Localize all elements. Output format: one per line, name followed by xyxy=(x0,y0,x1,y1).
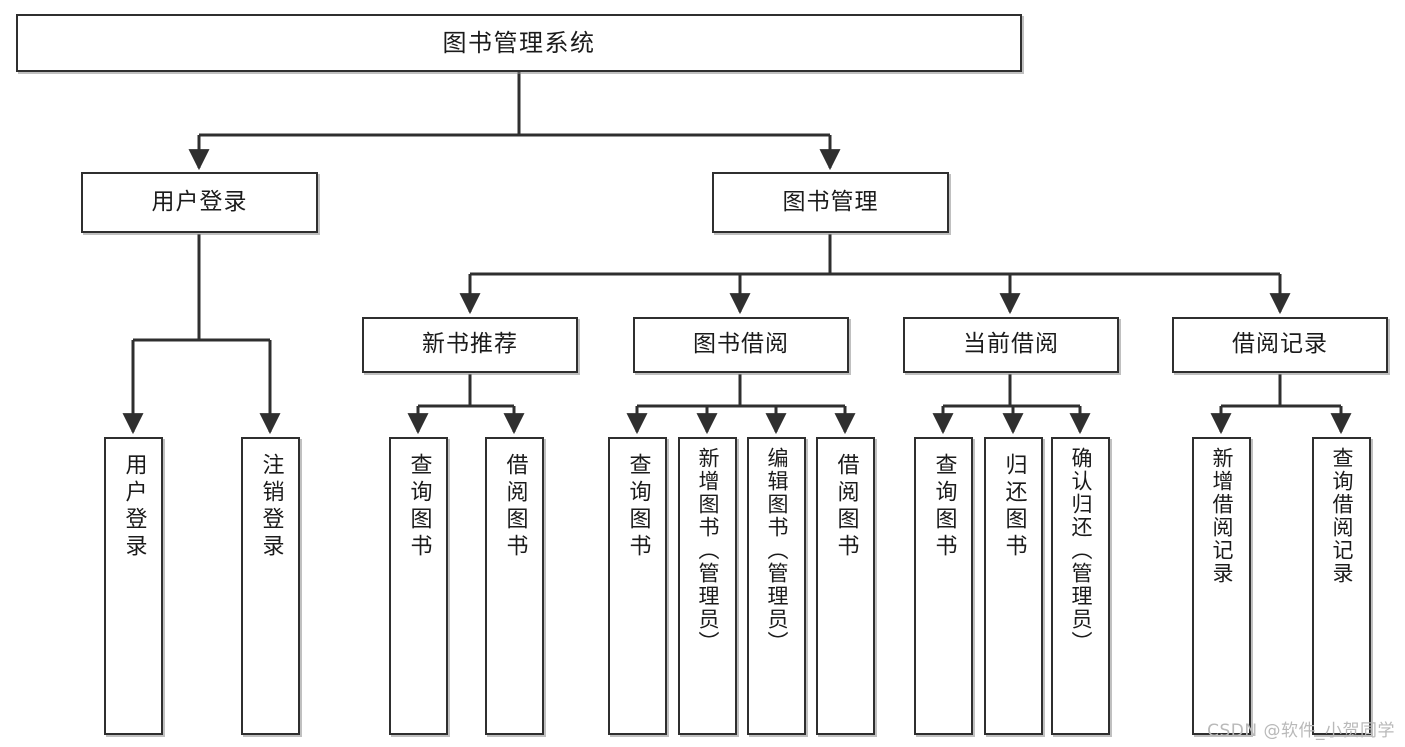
leaf-user-login-logout[interactable]: 注销登录 xyxy=(241,437,300,735)
leaf-borrow-record-query-record[interactable]: 查询借阅记录 xyxy=(1312,437,1371,735)
node-label: 图书管理 xyxy=(782,188,879,215)
node-label: 查询图书 xyxy=(406,453,432,561)
node-label: 注销登录 xyxy=(258,453,284,561)
node-label: 查询图书 xyxy=(625,453,651,561)
node-book-borrow[interactable]: 图书借阅 xyxy=(633,317,849,373)
leaf-book-borrow-add-book-admin[interactable]: 新增图书（管理员） xyxy=(678,437,737,735)
node-label: 查询图书 xyxy=(931,453,957,561)
leaf-user-login-login[interactable]: 用户登录 xyxy=(104,437,163,735)
watermark-text: CSDN @软件_小贺同学 xyxy=(1207,721,1395,741)
node-label: 查询借阅记录 xyxy=(1330,447,1354,585)
leaf-current-borrow-query-book[interactable]: 查询图书 xyxy=(914,437,973,735)
node-label: 编辑图书（管理员） xyxy=(765,447,789,654)
leaf-current-borrow-confirm-return-admin[interactable]: 确认归还（管理员） xyxy=(1051,437,1110,735)
node-label: 用户登录 xyxy=(151,188,248,215)
node-label: 借阅图书 xyxy=(833,453,859,561)
node-book-management[interactable]: 图书管理 xyxy=(712,172,949,233)
node-label: 确认归还（管理员） xyxy=(1069,447,1093,654)
node-new-book-recommend[interactable]: 新书推荐 xyxy=(362,317,578,373)
node-label: 新书推荐 xyxy=(422,331,518,358)
node-label: 用户登录 xyxy=(121,453,147,561)
node-label: 归还图书 xyxy=(1001,453,1027,561)
node-borrow-record[interactable]: 借阅记录 xyxy=(1172,317,1388,373)
node-user-login[interactable]: 用户登录 xyxy=(81,172,318,233)
leaf-new-book-borrow-book[interactable]: 借阅图书 xyxy=(485,437,544,735)
node-label: 借阅记录 xyxy=(1232,331,1328,358)
leaf-book-borrow-edit-book-admin[interactable]: 编辑图书（管理员） xyxy=(747,437,806,735)
node-label: 借阅图书 xyxy=(502,453,528,561)
node-root-book-management-system[interactable]: 图书管理系统 xyxy=(16,14,1022,72)
node-label: 当前借阅 xyxy=(963,331,1059,358)
leaf-book-borrow-query-book[interactable]: 查询图书 xyxy=(608,437,667,735)
leaf-current-borrow-return-book[interactable]: 归还图书 xyxy=(984,437,1043,735)
leaf-borrow-record-add-record[interactable]: 新增借阅记录 xyxy=(1192,437,1251,735)
leaf-book-borrow-borrow-book[interactable]: 借阅图书 xyxy=(816,437,875,735)
node-label: 图书借阅 xyxy=(693,331,789,358)
node-label: 新增借阅记录 xyxy=(1210,447,1234,585)
node-label: 新增图书（管理员） xyxy=(696,447,720,654)
leaf-new-book-query-book[interactable]: 查询图书 xyxy=(389,437,448,735)
node-label: 图书管理系统 xyxy=(442,28,596,57)
node-current-borrow[interactable]: 当前借阅 xyxy=(903,317,1119,373)
